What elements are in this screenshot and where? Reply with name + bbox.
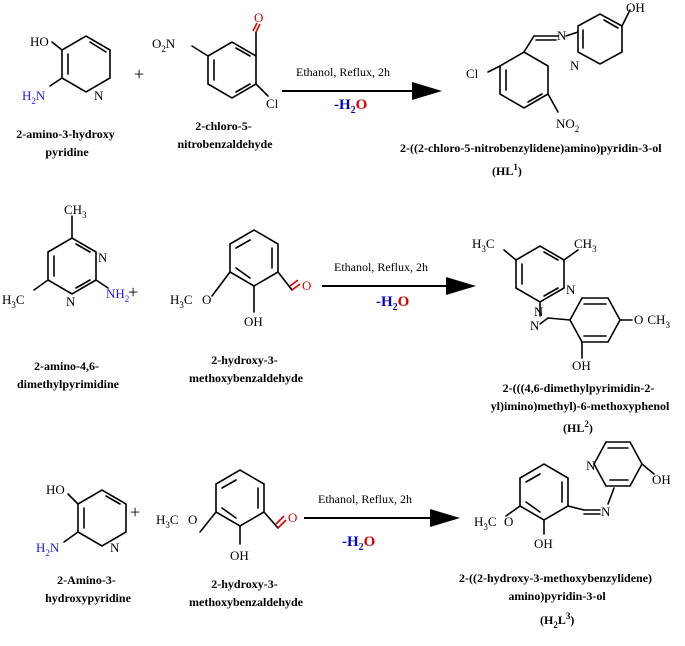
byproduct-water: -H2O [334, 97, 367, 116]
methoxy-oxygen-label: O [188, 512, 197, 527]
reactant-2-structure: O2N O Cl [152, 10, 279, 111]
reaction-condition: Ethanol, Reflux, 2h [318, 492, 412, 506]
product-3-name: 2-((2-hydroxy-3-methoxybenzylidene) amin… [459, 571, 655, 603]
product-methoxy-label: H3C [474, 514, 497, 532]
plus-sign-3: + [130, 502, 140, 522]
pyrimidine-nitrogen-label-2: N [534, 304, 544, 319]
reactant-1-name: 2-amino-3-hydroxy pyridine [16, 127, 117, 159]
product-hydroxy-label: OH [652, 472, 671, 487]
reactant-2-name: 2-hydroxy-3- methoxybenzaldehyde [189, 577, 304, 609]
reaction-1: HO H2N N 2-amino-3-hydroxy pyridine + O2… [16, 0, 662, 178]
pyridine-nitrogen-label: N [586, 458, 596, 473]
reactant-1-structure: CH3 H3C N N NH2 [2, 202, 129, 310]
product-1-structure: Cl N OH N NO2 [466, 0, 645, 134]
product-3-code: (H2L3) [540, 611, 574, 630]
ring-nitrogen-label: N [94, 88, 104, 103]
reactant-2-name: 2-chloro-5- nitrobenzaldehyde [177, 119, 273, 151]
chloro-label: Cl [266, 96, 279, 111]
reactant-1-name: 2-Amino-3- hydroxypyridine [45, 573, 131, 605]
reaction-2: CH3 H3C N N NH2 2-amino-4,6- dimethylpyr… [2, 202, 670, 435]
product-methyl-left-label: H3C [472, 236, 495, 254]
hydroxy-label: OH [230, 548, 249, 563]
imine-nitrogen-label: N [530, 318, 540, 333]
reactant-1-name: 2-amino-4,6- dimethylpyrimidine [17, 359, 120, 391]
product-2-code: (HL2) [563, 419, 593, 435]
arrow-head [412, 82, 442, 100]
pyrimidine-nitrogen-label: N [566, 282, 576, 297]
product-methoxy-oxygen-label: O [504, 514, 513, 529]
product-hydroxy-label: OH [626, 0, 645, 15]
imine-nitrogen-label: N [601, 504, 611, 519]
product-methyl-right-label: CH3 [574, 236, 597, 254]
pyridine-nitrogen-label: N [570, 58, 580, 73]
product-hydroxy-label: OH [572, 358, 591, 373]
imine-nitrogen-label: N [557, 28, 567, 43]
aldehyde-oxygen-label: O [302, 278, 311, 293]
methyl-top-label: CH3 [64, 202, 87, 220]
ring-nitrogen-label: N [98, 250, 108, 265]
reaction-condition: Ethanol, Reflux, 2h [334, 260, 428, 274]
reactant-2-structure: H3C O O OH [156, 469, 297, 563]
hydroxy-label: HO [30, 34, 49, 49]
byproduct-water: -H2O [376, 294, 409, 313]
ring-nitrogen-label-2: N [66, 294, 76, 309]
arrow-head [430, 509, 460, 527]
hydroxy-label: HO [46, 482, 65, 497]
plus-sign-1: + [134, 64, 144, 84]
arrow-head [446, 277, 476, 295]
methoxy-label: H3C [156, 512, 179, 530]
product-1-name: 2-((2-chloro-5-nitrobenzylidene)amino)py… [400, 141, 662, 155]
reactant-2-name: 2-hydroxy-3- methoxybenzaldehyde [189, 353, 304, 385]
reactant-1-structure: HO H2N N [22, 34, 111, 106]
product-1-code: (HL1) [492, 162, 522, 178]
reactant-2-structure: H3C O O OH [170, 229, 311, 329]
plus-sign-2: + [128, 282, 138, 302]
product-2-name: 2-(((4,6-dimethylpyrimidin-2- yl)imino)m… [491, 381, 670, 413]
methoxy-label: H3C [170, 292, 193, 310]
amino-label: H2N [22, 88, 46, 106]
amino-label: H2N [36, 540, 60, 558]
methoxy-oxygen-label: O [202, 292, 211, 307]
aldehyde-oxygen-label: O [254, 10, 263, 25]
reaction-condition: Ethanol, Reflux, 2h [296, 65, 390, 79]
reaction-3: HO H2N N 2-Amino-3- hydroxypyridine + H3… [36, 441, 671, 630]
nitro-label: O2N [152, 36, 176, 54]
ring-nitrogen-label: N [110, 540, 120, 555]
amino-label: NH2 [106, 286, 129, 304]
product-phenol-label: OH [534, 536, 553, 551]
product-3-structure: H3C O OH N N OH [474, 441, 671, 551]
product-chloro-label: Cl [466, 66, 479, 81]
product-nitro-label: NO2 [556, 116, 579, 134]
methyl-left-label: H3C [2, 292, 25, 310]
byproduct-water: -H2O [342, 534, 375, 553]
hydroxy-label: OH [244, 314, 263, 329]
aldehyde-oxygen-label: O [288, 510, 297, 525]
reactant-1-structure: HO H2N N [36, 482, 127, 558]
